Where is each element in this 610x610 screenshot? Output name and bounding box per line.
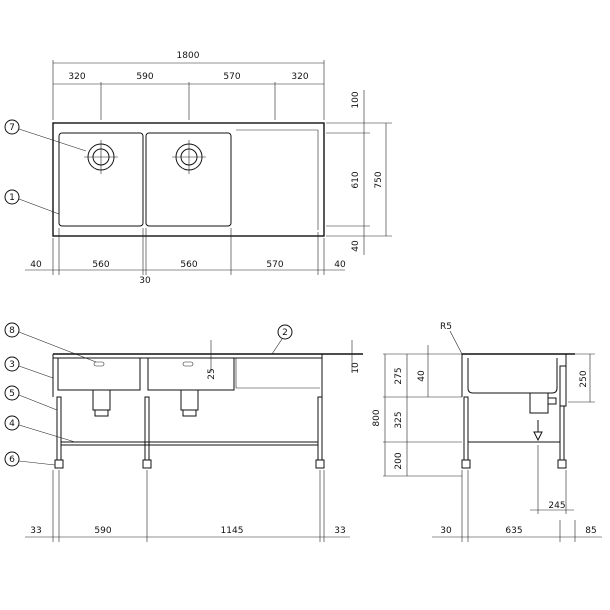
plan-top-outline [52,122,325,237]
callout-2-leader [271,338,283,355]
dim-front-3: 1145 [221,526,244,536]
dim-top-2: 590 [136,72,153,82]
dim-bottom-5: 40 [334,260,346,270]
dim-side-3: 200 [394,452,404,469]
callout-8-leader [18,331,97,363]
front-leg-3 [317,396,323,461]
front-trap-left-cap [94,409,109,417]
callout-3-label: 3 [9,360,15,370]
plan-bowl-right [145,132,232,227]
dim-top-4: 320 [291,72,308,82]
dim-overall-width: 1800 [177,51,200,61]
callout-8-label: 8 [9,326,15,336]
callout-4-label: 4 [9,419,15,429]
plan-drain-left [84,140,118,174]
dim-bottom-1: 40 [30,260,42,270]
callout-6-leader [18,460,56,466]
dim-bottom-4: 570 [266,260,283,270]
side-leg-front [463,396,469,461]
plan-right-dimensions [326,90,392,255]
side-trap [529,392,549,414]
front-foot-3 [315,459,325,469]
side-offset-dimension [530,445,574,514]
dim-bottom-2: 560 [92,260,109,270]
dim-front-right: 10 [351,362,361,374]
front-drainboard-skirt [235,358,320,389]
dim-front-height: 25 [207,368,217,379]
callout-2-circle [277,324,293,340]
dim-side-bottom-3: 85 [585,526,596,536]
side-drain-arrow [533,420,543,442]
callout-2-label: 2 [282,328,288,338]
plan-drain-right [172,140,206,174]
callout-1-circle [4,189,20,205]
callout-3-circle [4,356,20,372]
side-foot-front [461,459,471,469]
dim-side-right: 250 [579,370,589,387]
dim-side-bottom-2: 635 [505,526,522,536]
side-upstand [559,365,567,407]
callout-6-label: 6 [9,455,15,465]
callout-3-leader [18,365,54,379]
dim-right-3: 40 [351,240,361,252]
plan-bottom-dimensions [25,228,345,275]
side-radius-label: R5 [440,322,452,332]
dim-side-offset: 245 [548,501,565,511]
callout-5-leader [18,394,58,411]
side-foot-back [557,459,567,469]
front-trap-left [92,389,111,411]
side-bowl [467,358,558,394]
dim-front-1: 33 [30,526,41,536]
dim-side-2: 325 [394,411,404,428]
front-bowl-left [57,358,141,391]
dim-right-2: 610 [351,171,361,188]
front-leg-2 [144,396,150,461]
side-view: R5 800 275 325 200 40 250 24 [372,322,602,542]
dim-side-bottom-1: 30 [440,526,452,536]
front-bottom-dimensions [25,470,350,542]
callout-8-circle [4,322,20,338]
callout-5-circle [4,385,20,401]
callout-7-leader [18,128,87,152]
callout-1-leader [18,198,60,215]
dim-front-2: 590 [94,526,111,536]
plan-view: 1800 320 590 570 320 40 560 560 570 40 3… [4,51,392,286]
callout-1-label: 1 [9,193,15,203]
dim-bottom-3: 560 [180,260,197,270]
front-bowl-right [147,358,235,391]
front-leg-1 [56,396,62,461]
callout-6-circle [4,451,20,467]
front-trap-right [180,389,199,411]
callout-4-circle [4,415,20,431]
callout-7-circle [4,119,20,135]
dim-top-1: 320 [68,72,85,82]
front-overflow-left [93,361,105,367]
dim-front-4: 33 [334,526,345,536]
plan-top-dimensions [52,60,325,120]
callout-4-leader [18,424,76,443]
dim-side-inner: 40 [417,370,427,382]
front-trap-right-cap [182,409,197,417]
dim-right-1: 100 [351,91,361,108]
side-right-dimensions [568,353,595,403]
dim-side-1: 275 [394,367,404,384]
callout-7-label: 7 [9,123,15,133]
plan-bowl-left [58,132,144,227]
callout-5-label: 5 [9,389,15,399]
side-leg-back [559,405,565,461]
side-left-dimensions [383,345,462,477]
side-bottom-dimensions [432,470,602,542]
side-trap-pipe [547,397,557,405]
front-view: 25 10 33 590 1145 33 8 2 3 5 4 [4,322,363,542]
front-foot-2 [142,459,152,469]
dim-side-height: 800 [372,409,382,426]
front-overflow-right [182,361,194,367]
front-foot-1 [54,459,64,469]
dim-top-3: 570 [223,72,240,82]
side-radius-leader [449,330,463,355]
dim-bottom-sub: 30 [139,276,151,286]
dim-depth: 750 [374,171,384,188]
